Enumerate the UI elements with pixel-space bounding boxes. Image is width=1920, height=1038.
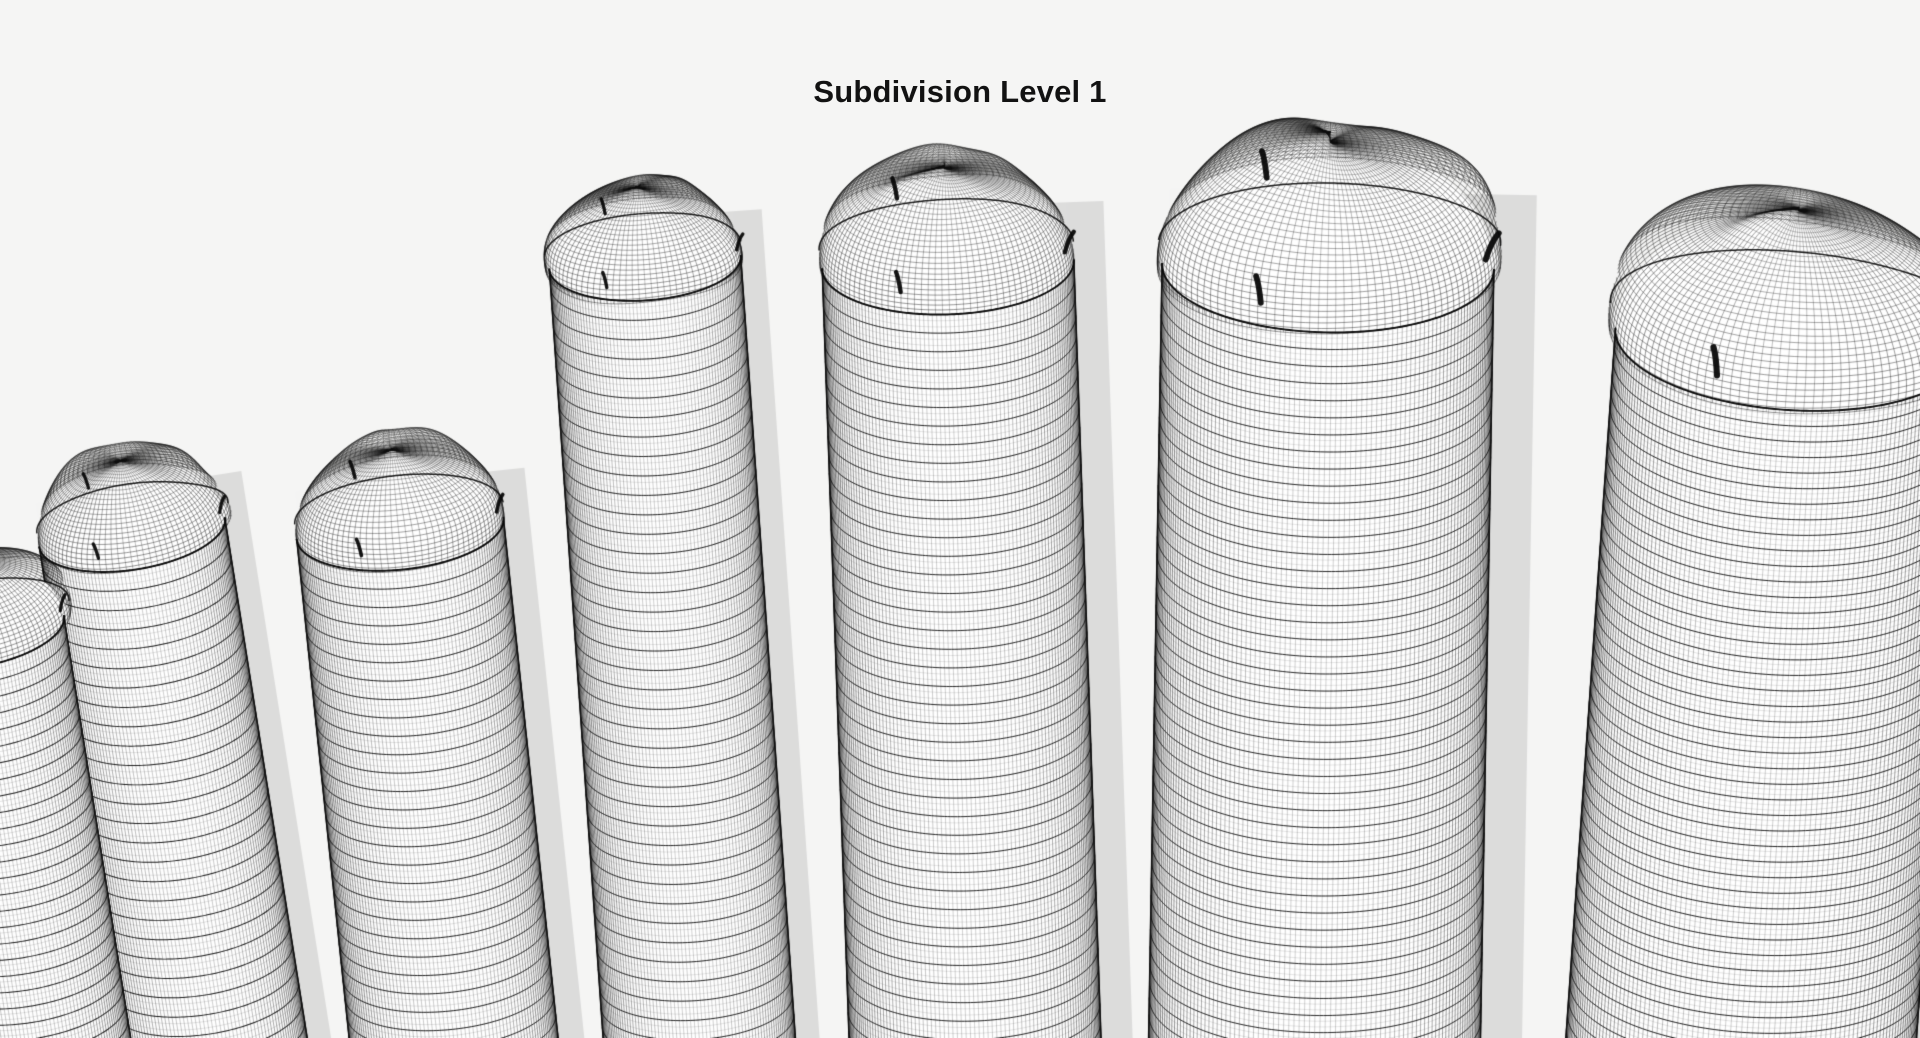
render-viewport: Subdivision Level 1 xyxy=(0,0,1920,1038)
wireframe-render-canvas xyxy=(0,0,1920,1038)
